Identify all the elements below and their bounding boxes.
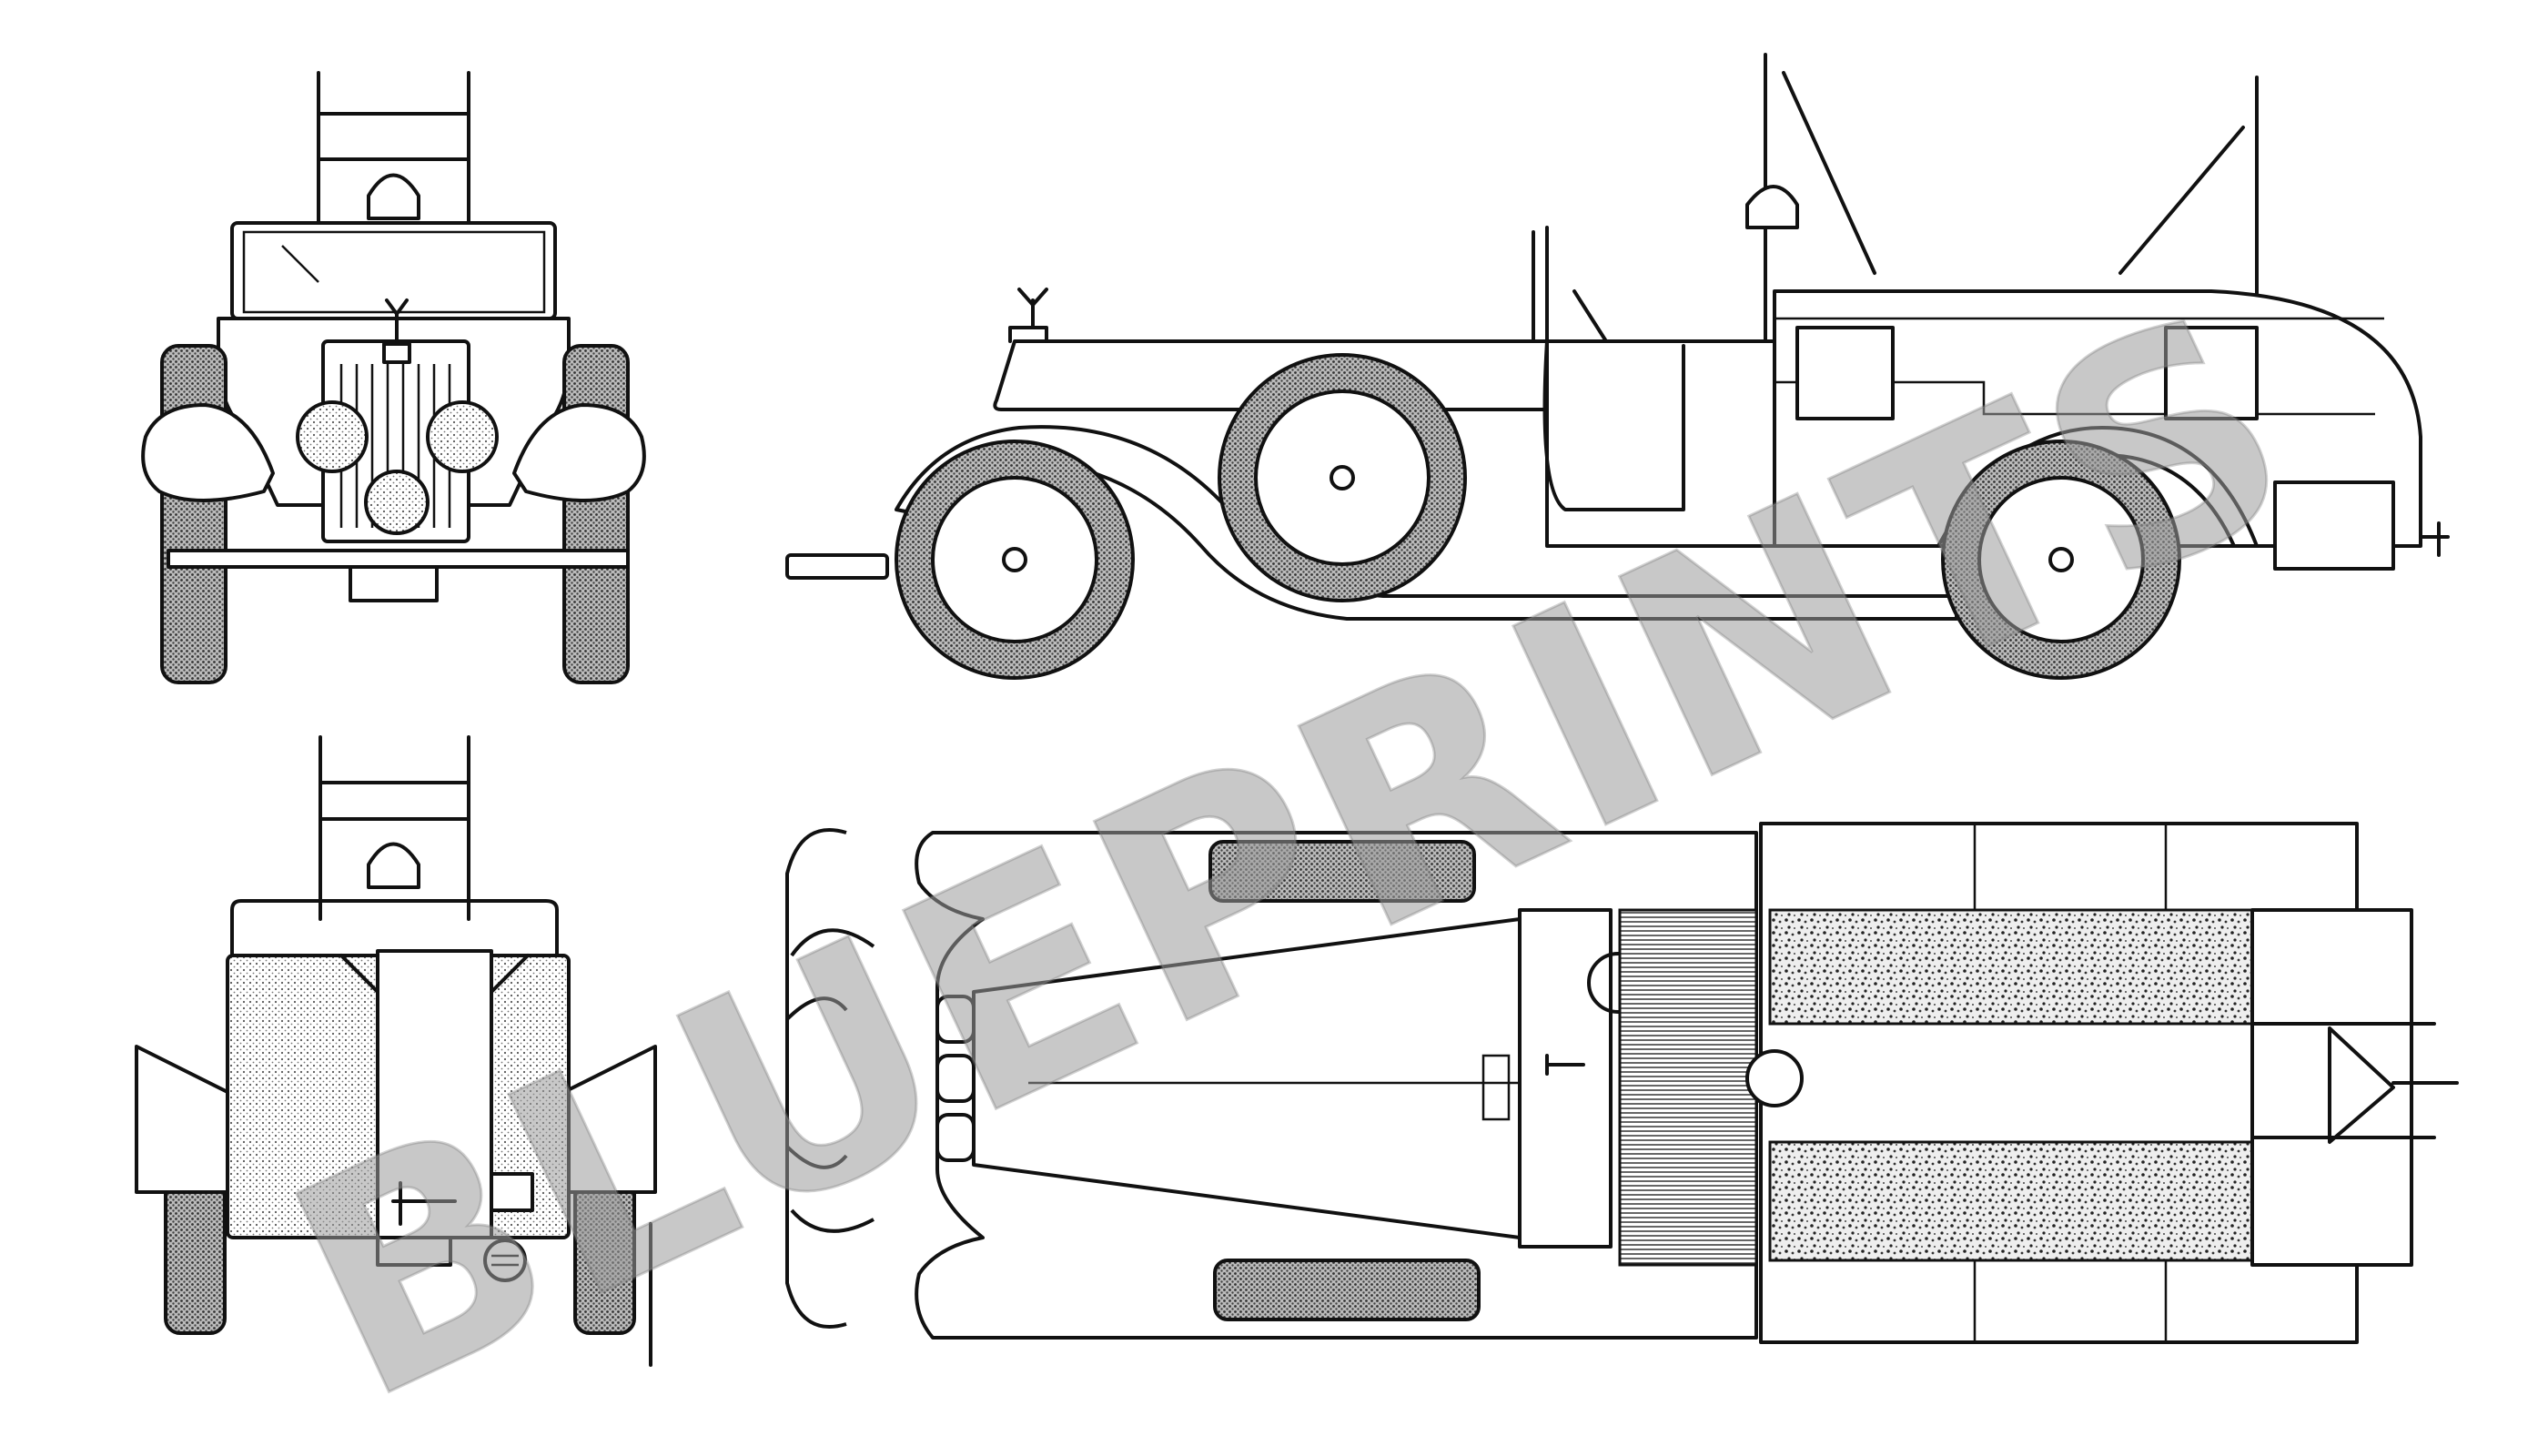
front-bumper-top	[785, 828, 875, 1329]
fender-rear-left	[135, 1045, 238, 1194]
floor-hatched	[1618, 908, 1758, 1267]
side-view	[785, 53, 2450, 680]
compartment-side-1	[1795, 326, 1895, 420]
beacon-light	[367, 173, 420, 220]
fender-front-right	[512, 403, 646, 502]
headlamp-right	[426, 400, 499, 473]
fender-front-left	[141, 403, 275, 502]
ladder-front	[317, 71, 470, 225]
front-view	[141, 71, 646, 684]
spare-wheel-top-1	[1208, 840, 1476, 903]
headlamp-top-3	[935, 1113, 976, 1162]
headlamp-top-1	[935, 995, 976, 1044]
beacon-side	[1745, 185, 1799, 229]
tail-lamp-box	[490, 1172, 534, 1212]
top-view	[785, 822, 2459, 1344]
tire-front-left	[160, 344, 228, 684]
cab-top	[1518, 908, 1613, 1249]
compartment-side-3	[2273, 480, 2395, 571]
tailgate-top	[2250, 908, 2413, 1267]
windscreen-front	[230, 221, 557, 320]
tire-front-right	[562, 344, 630, 684]
rear-view	[135, 735, 657, 1367]
front-bumper	[167, 549, 630, 569]
tow-hitch-side	[2419, 521, 2450, 557]
ladder-rear	[318, 735, 470, 921]
rear-body-side	[1773, 289, 2422, 548]
windscreen-side	[1532, 226, 1549, 343]
spare-wheel-top-2	[1213, 1259, 1481, 1321]
compartment-side-2	[2164, 326, 2259, 420]
door-side	[1542, 339, 1685, 511]
headlamp-left	[296, 400, 369, 473]
mascot-side	[1017, 288, 1048, 329]
cargo-gravel-1	[1768, 908, 2254, 1026]
beacon-rear	[367, 842, 420, 889]
headlamp-center	[364, 470, 430, 535]
mascot-ornament	[385, 298, 409, 343]
ladder-side	[1764, 53, 2259, 502]
cargo-gravel-2	[1768, 1140, 2254, 1262]
headlamp-top-2	[935, 1054, 976, 1103]
bumper-side	[785, 553, 889, 580]
tail-lamp	[483, 1239, 527, 1282]
tire-rear-left	[164, 1172, 227, 1335]
